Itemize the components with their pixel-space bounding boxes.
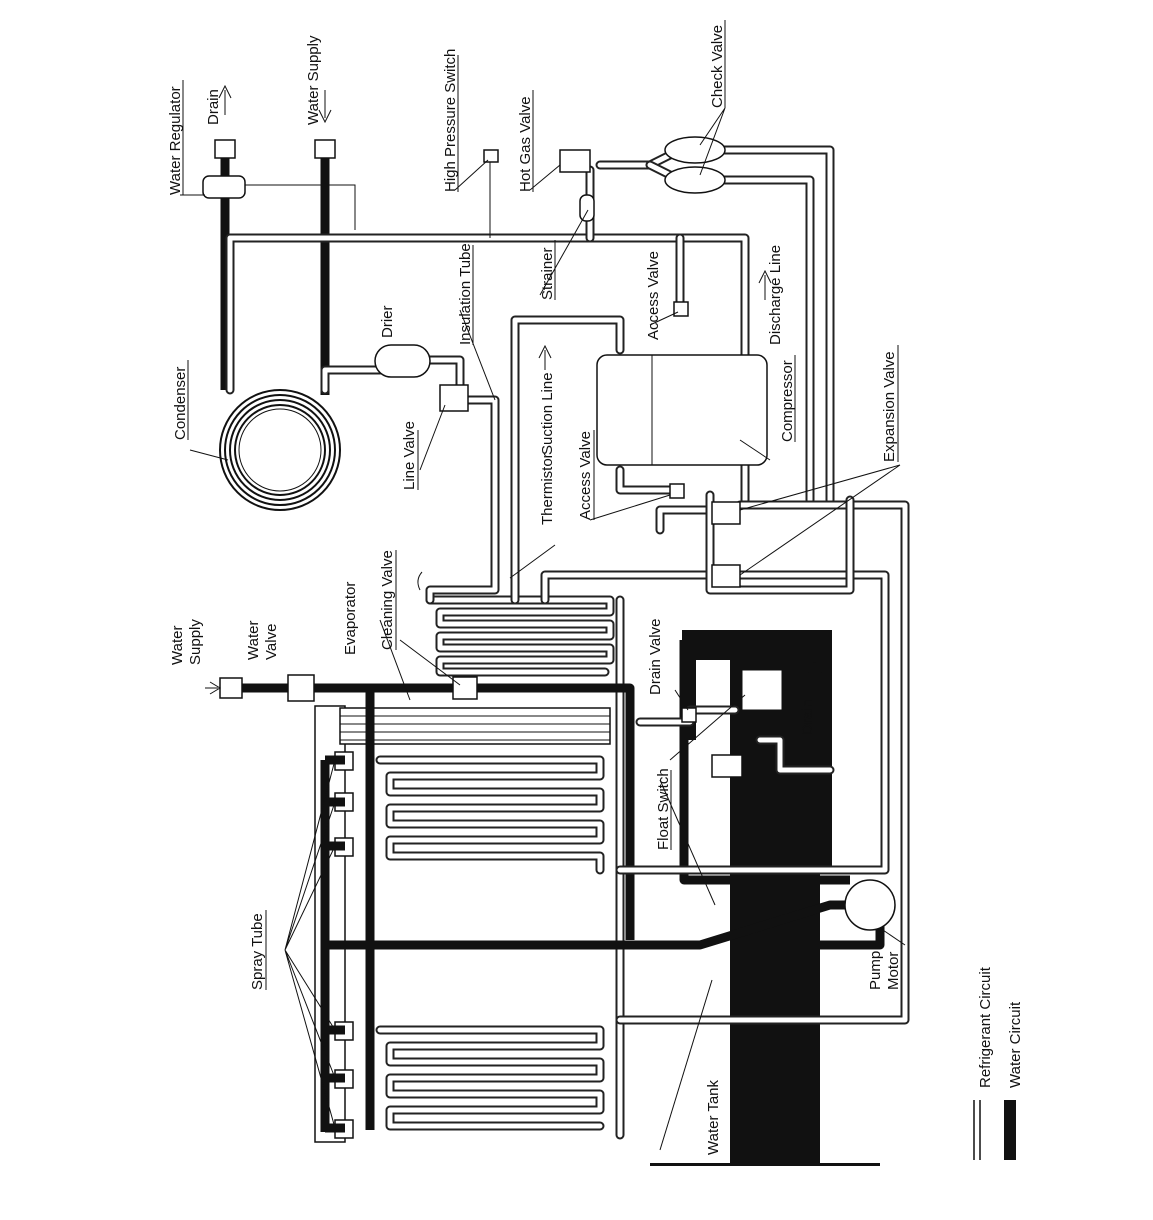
label-underlines: [182, 20, 899, 990]
evaporator-coils: [375, 595, 625, 1140]
label-water-supply-left-1: Water: [169, 626, 186, 665]
compressor-body: [596, 354, 768, 466]
check-valve-upper: [664, 136, 726, 164]
water-supply-fitting: [314, 139, 336, 159]
label-hot-gas-valve: Hot Gas Valve: [517, 96, 534, 192]
label-expansion-valve: Expansion Valve: [881, 351, 898, 462]
evaporator: [314, 705, 611, 1143]
leader-lines: [180, 107, 906, 1129]
water-supply-inlet: [219, 677, 243, 699]
label-water-valve-2: Valve: [263, 624, 280, 660]
label-evaporator: Evaporator: [342, 582, 359, 655]
flow-arrows: [205, 84, 822, 695]
expansion-valve-lower: [711, 564, 741, 588]
legend-refrigerant: Refrigerant Circuit: [973, 966, 994, 1160]
text-labels: Water Regulator Drain Water Supply High …: [167, 25, 902, 1155]
label-compressor: Compressor: [779, 360, 796, 442]
label-cleaning-valve: Cleaning Valve: [379, 550, 396, 650]
label-access-valve-mid: Access Valve: [577, 431, 594, 520]
legend-water: Water Circuit: [1004, 1001, 1024, 1160]
float-switch-body: [711, 754, 743, 778]
condenser-coil: [219, 389, 341, 511]
label-water-valve-1: Water: [245, 621, 262, 660]
water-valve-body: [287, 674, 315, 702]
expansion-valve-upper: [711, 501, 741, 525]
legend-water-label: Water Circuit: [1007, 1001, 1024, 1088]
hot-gas-valve-body: [559, 149, 591, 173]
legend-refrigerant-label: Refrigerant Circuit: [977, 966, 994, 1088]
label-condenser: Condenser: [172, 367, 189, 440]
label-water-regulator: Water Regulator: [167, 86, 184, 195]
label-drain-top: Drain: [205, 89, 222, 125]
label-high-pressure-switch: High Pressure Switch: [442, 49, 459, 192]
label-drain-valve: Drain Valve: [647, 619, 664, 695]
label-discharge-line: Discharge Line: [767, 245, 784, 345]
pump-motor-body: [844, 879, 896, 931]
label-water-supply-left-2: Supply: [187, 619, 204, 665]
high-pressure-switch-body: [483, 149, 499, 163]
label-pump-motor-2: Motor: [885, 952, 902, 990]
label-insulation-tube: Insulation Tube: [457, 243, 474, 345]
label-thermistor: Thermistor: [539, 453, 556, 525]
strainer-body: [579, 194, 595, 222]
legend: Refrigerant Circuit Water Circuit: [973, 966, 1024, 1160]
label-pump-motor-1: Pump: [867, 951, 884, 990]
drain-valve-body: [681, 707, 697, 723]
label-check-valve: Check Valve: [709, 25, 726, 108]
label-strainer: Strainer: [539, 247, 556, 300]
label-suction-line: Suction Line: [539, 372, 556, 455]
label-access-valve-top: Access Valve: [645, 251, 662, 340]
label-line-valve: Line Valve: [401, 421, 418, 490]
label-drain-right: Drain: [799, 699, 816, 735]
check-valve-lower: [664, 166, 726, 194]
label-water-tank: Water Tank: [705, 1079, 722, 1155]
drier-body: [374, 344, 431, 378]
access-valve-top-body: [673, 301, 689, 317]
label-water-supply-top: Water Supply: [305, 35, 322, 125]
label-float-switch: Float Switch: [655, 768, 672, 850]
cleaning-valve-body: [452, 676, 478, 700]
access-valve-mid-body: [669, 483, 685, 499]
label-drier: Drier: [379, 305, 396, 338]
water-regulator-body: [202, 139, 246, 199]
label-spray-tube: Spray Tube: [249, 913, 266, 990]
